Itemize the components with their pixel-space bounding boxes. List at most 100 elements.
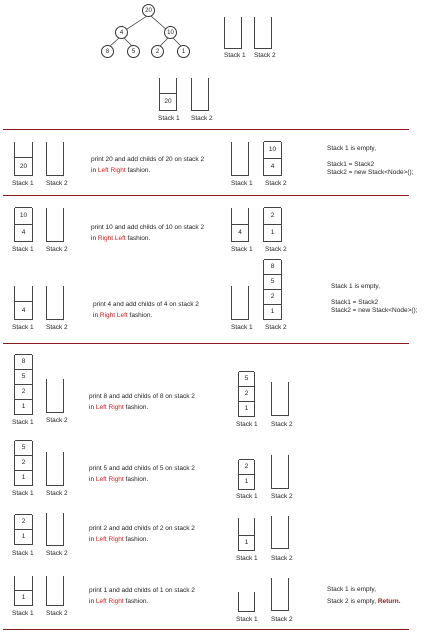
step-text: in <box>89 536 96 543</box>
separator <box>3 129 409 130</box>
step-1-line2: in Left Right fashion. <box>91 166 150 176</box>
note-1-line2: Stack1 = Stack2 <box>327 161 375 168</box>
r1-right-stack2-label: Stack 2 <box>265 180 287 187</box>
step-order: Right Left <box>97 235 126 242</box>
step-4-line1: print 8 and add childs of 8 on stack 2 <box>89 393 195 400</box>
stack-item: 2 <box>264 289 281 304</box>
separator <box>3 195 409 196</box>
r4-right-stack1: 5 2 1 <box>238 371 255 417</box>
step-order: Left Right <box>95 536 124 543</box>
initial-stack2-label: Stack 2 <box>191 115 213 122</box>
stack-item: 5 <box>264 274 281 289</box>
step-3-line1: print 4 and add childs of 4 on stack 2 <box>93 301 199 308</box>
step-5-line1: print 5 and add childs of 5 on stack 2 <box>89 465 195 472</box>
step-text: fashion. <box>127 312 153 319</box>
r1-left-stack2-label: Stack 2 <box>46 180 68 187</box>
stack-item: 4 <box>232 224 248 241</box>
stack-item: 1 <box>239 474 254 489</box>
note-1-line3: Stack2 = new Stack<Node>(); <box>327 169 414 176</box>
r7-right-stack2 <box>271 578 289 611</box>
r3-left-stack1-label: Stack 1 <box>12 324 34 331</box>
step-text: in <box>91 235 98 242</box>
r3-left-stack1: 4 <box>14 286 33 320</box>
stack-item: 1 <box>264 304 281 319</box>
step-order: Left Right <box>95 598 124 605</box>
stack-item: 1 <box>15 470 32 485</box>
tree-node-rl: 2 <box>151 45 164 58</box>
r5-left-stack1: 5 2 1 <box>14 440 33 486</box>
r6-right-stack1-label: Stack 1 <box>236 555 258 562</box>
step-4-line2: in Left Right fashion. <box>89 403 148 413</box>
r5-right-stack1: 2 1 <box>238 459 255 490</box>
stack-item: 20 <box>15 157 32 175</box>
r2-right-stack1: 4 <box>231 208 249 242</box>
r7-left-stack1-label: Stack 1 <box>12 610 34 617</box>
r6-right-stack2 <box>271 516 289 549</box>
r5-left-stack2-label: Stack 2 <box>46 490 68 497</box>
r4-left-stack1: 8 5 2 1 <box>14 354 33 415</box>
r6-left-stack2-label: Stack 2 <box>46 550 68 557</box>
stack-item: 2 <box>15 384 32 399</box>
step-order: Left Right <box>95 476 124 483</box>
step-text: fashion. <box>123 598 149 605</box>
header-stack1-label: Stack 1 <box>224 52 246 59</box>
r4-left-stack1-label: Stack 1 <box>12 419 34 426</box>
stack-item: 1 <box>15 529 32 544</box>
initial-stack2 <box>191 78 209 111</box>
separator <box>3 629 409 630</box>
stack-item: 2 <box>264 207 281 224</box>
step-text: in <box>89 476 96 483</box>
note-3-line2: Stack 2 is empty, Return. <box>327 597 401 607</box>
r2-right-stack2-label: Stack 2 <box>265 246 287 253</box>
initial-stack1: 20 <box>159 78 177 111</box>
stack-item: 8 <box>15 354 32 369</box>
note-2-line3: Stack2 = new Stack<Node>(); <box>331 307 418 314</box>
step-order: Right Left <box>99 312 128 319</box>
r2-left-stack1: 10 4 <box>14 207 33 242</box>
step-text: fashion. <box>125 235 151 242</box>
stack-item: 20 <box>160 93 176 110</box>
r3-left-stack2 <box>46 286 64 320</box>
r6-left-stack1: 2 1 <box>14 514 33 545</box>
header-stack2 <box>254 17 272 49</box>
step-text: fashion. <box>123 476 149 483</box>
step-text: in <box>89 598 96 605</box>
step-text: fashion. <box>123 404 149 411</box>
r3-right-stack2-label: Stack 2 <box>265 324 287 331</box>
r6-right-stack2-label: Stack 2 <box>271 555 293 562</box>
step-text: in <box>93 312 100 319</box>
r1-left-stack1-label: Stack 1 <box>12 180 34 187</box>
stack-item: 5 <box>15 440 32 455</box>
header-stack1 <box>224 17 242 49</box>
step-text: in <box>89 404 96 411</box>
r1-right-stack1 <box>231 142 249 176</box>
note-2-line2: Stack1 = Stack2 <box>331 299 379 306</box>
tree-node-root: 20 <box>142 4 155 17</box>
r4-right-stack2 <box>271 382 289 416</box>
r5-left-stack2 <box>46 452 64 486</box>
step-6-line2: in Left Right fashion. <box>89 535 148 545</box>
step-7-line2: in Left Right fashion. <box>89 597 148 607</box>
step-text: fashion. <box>125 167 151 174</box>
stack-item: 8 <box>264 259 281 274</box>
step-7-line1: print 1 and add childs of 1 on stack 2 <box>89 587 195 594</box>
r5-right-stack2 <box>271 455 289 489</box>
tree-node-left: 4 <box>115 26 128 39</box>
r3-right-stack1 <box>231 286 249 320</box>
stack-item: 4 <box>15 224 32 241</box>
r5-right-stack2-label: Stack 2 <box>271 493 293 500</box>
r7-left-stack2 <box>46 576 64 606</box>
r7-right-stack2-label: Stack 2 <box>271 616 293 623</box>
r3-left-stack2-label: Stack 2 <box>46 324 68 331</box>
stack-item: 10 <box>264 141 281 158</box>
tree-node-rr: 1 <box>177 45 190 58</box>
stack-item: 4 <box>15 301 32 319</box>
stack-item: 1 <box>264 224 281 241</box>
r3-right-stack1-label: Stack 1 <box>231 324 253 331</box>
step-2-line2: in Right Left fashion. <box>91 234 150 244</box>
r2-right-stack2: 2 1 <box>263 207 282 242</box>
r3-right-stack2: 8 5 2 1 <box>263 259 282 320</box>
tree-node-ll: 8 <box>101 45 114 58</box>
step-text: in <box>91 167 98 174</box>
r6-right-stack1: 1 <box>238 518 255 551</box>
